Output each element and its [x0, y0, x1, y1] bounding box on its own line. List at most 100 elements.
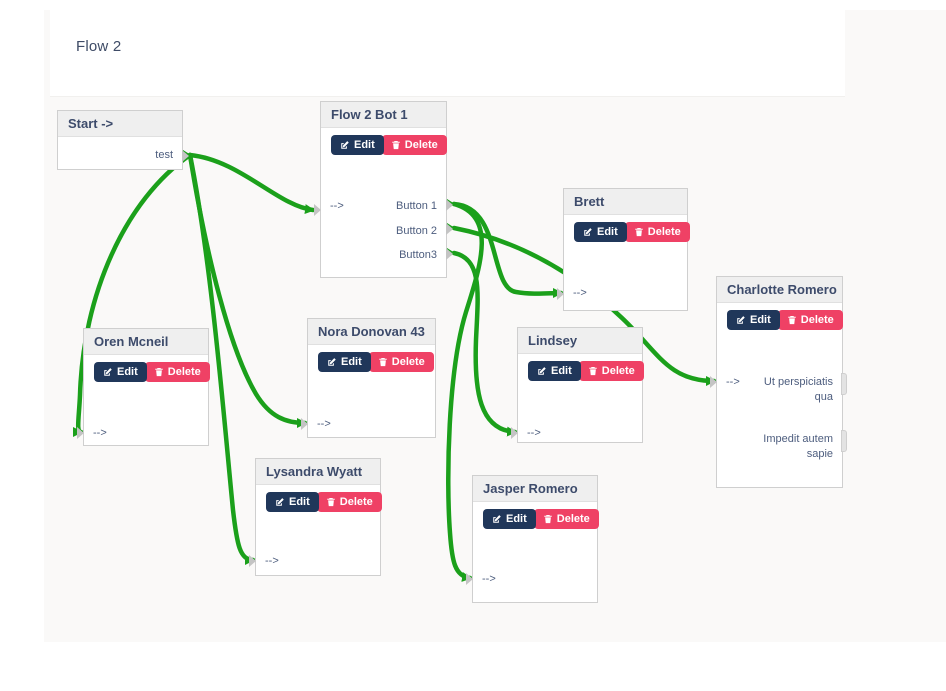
- output-port-label[interactable]: Ut perspiciatis qua: [763, 376, 833, 403]
- output-port-label[interactable]: Button 1: [396, 200, 437, 212]
- input-port-arrow-icon[interactable]: [557, 288, 564, 300]
- delete-button[interactable]: Delete: [368, 352, 434, 372]
- edge-bot1-button2-to-charlotte-in: [451, 225, 717, 386]
- flow-title: Flow 2: [76, 38, 122, 55]
- node-nora[interactable]: Nora Donovan 43 Edit Delete -->: [301, 318, 436, 438]
- node-actions: Edit Delete: [318, 352, 434, 372]
- delete-button[interactable]: Delete: [144, 362, 210, 382]
- delete-button-label: Delete: [601, 365, 635, 377]
- input-port-arrow-icon[interactable]: [466, 573, 473, 585]
- edit-button-label: Edit: [597, 226, 618, 238]
- node-actions: Edit Delete: [483, 509, 599, 529]
- edit-button[interactable]: Edit: [483, 509, 536, 529]
- edit-pencil-icon: [328, 358, 336, 366]
- edit-button[interactable]: Edit: [528, 361, 581, 381]
- input-port-label[interactable]: -->: [330, 200, 344, 212]
- input-port-arrow-icon[interactable]: [314, 204, 321, 216]
- node-title[interactable]: Charlotte Romero: [717, 277, 842, 303]
- input-port-label[interactable]: -->: [482, 573, 496, 585]
- port-row: test: [67, 148, 173, 163]
- output-port-arrow-icon[interactable]: [182, 150, 189, 162]
- port-row: -->: [482, 572, 588, 587]
- delete-button[interactable]: Delete: [381, 135, 447, 155]
- delete-button-label: Delete: [167, 366, 201, 378]
- output-port-label[interactable]: Impedit autem sapie: [763, 433, 833, 460]
- edit-button-label: Edit: [750, 314, 771, 326]
- edit-pencil-icon: [276, 498, 284, 506]
- delete-button-label: Delete: [339, 496, 373, 508]
- port-row: Button3: [330, 248, 437, 263]
- trash-icon: [544, 514, 552, 524]
- delete-button[interactable]: Delete: [777, 310, 843, 330]
- node-title[interactable]: Oren Mcneil: [84, 329, 208, 355]
- output-port-arrow-icon[interactable]: [446, 248, 453, 260]
- input-port-label[interactable]: -->: [726, 376, 740, 388]
- node-title[interactable]: Start ->: [58, 111, 182, 137]
- delete-button[interactable]: Delete: [624, 222, 690, 242]
- input-port-arrow-icon[interactable]: [710, 376, 717, 388]
- edit-button-label: Edit: [551, 365, 572, 377]
- trash-icon: [392, 140, 400, 150]
- node-title[interactable]: Flow 2 Bot 1: [321, 102, 446, 128]
- delete-button[interactable]: Delete: [316, 492, 382, 512]
- output-port-arrow-icon[interactable]: [446, 223, 453, 235]
- node-title[interactable]: Brett: [564, 189, 687, 215]
- delete-button[interactable]: Delete: [578, 361, 644, 381]
- edit-button[interactable]: Edit: [318, 352, 371, 372]
- input-port-label[interactable]: -->: [573, 287, 587, 299]
- node-bot1[interactable]: Flow 2 Bot 1 Edit Delete --> Button 1 Button …: [314, 101, 453, 278]
- port-row: --> Ut perspiciatis qua: [726, 375, 833, 405]
- input-port-arrow-icon[interactable]: [77, 427, 84, 439]
- port-row: -->: [527, 426, 633, 441]
- node-title[interactable]: Jasper Romero: [473, 476, 597, 502]
- node-actions: Edit Delete: [574, 222, 690, 242]
- output-port-tab[interactable]: [841, 373, 847, 395]
- output-port-label[interactable]: Button 2: [396, 225, 437, 237]
- delete-button-label: Delete: [647, 226, 681, 238]
- input-port-arrow-icon[interactable]: [511, 427, 518, 439]
- input-port-label[interactable]: -->: [527, 427, 541, 439]
- edit-button[interactable]: Edit: [574, 222, 627, 242]
- edit-button[interactable]: Edit: [266, 492, 319, 512]
- edit-pencil-icon: [737, 316, 745, 324]
- trash-icon: [155, 367, 163, 377]
- output-port-tab[interactable]: [841, 430, 847, 452]
- port-row: -->: [317, 417, 426, 432]
- node-title[interactable]: Lindsey: [518, 328, 642, 354]
- output-port-label[interactable]: test: [155, 149, 173, 161]
- input-port-label[interactable]: -->: [93, 427, 107, 439]
- trash-icon: [327, 497, 335, 507]
- port-row: -->: [573, 286, 678, 301]
- node-actions: Edit Delete: [528, 361, 644, 381]
- delete-button-label: Delete: [391, 356, 425, 368]
- input-port-label[interactable]: -->: [265, 555, 279, 567]
- edit-button-label: Edit: [506, 513, 527, 525]
- edit-button[interactable]: Edit: [727, 310, 780, 330]
- input-port-arrow-icon[interactable]: [249, 555, 256, 567]
- trash-icon: [788, 315, 796, 325]
- port-row: Impedit autem sapie: [726, 432, 833, 462]
- output-port-label[interactable]: Button3: [399, 249, 437, 261]
- delete-button[interactable]: Delete: [533, 509, 599, 529]
- edit-button[interactable]: Edit: [94, 362, 147, 382]
- port-row: -->: [265, 554, 371, 569]
- node-start[interactable]: Start -> test: [57, 110, 189, 170]
- node-title[interactable]: Nora Donovan 43: [308, 319, 435, 345]
- input-port-arrow-icon[interactable]: [301, 418, 308, 430]
- delete-button-label: Delete: [404, 139, 438, 151]
- edit-button[interactable]: Edit: [331, 135, 384, 155]
- delete-button-label: Delete: [556, 513, 590, 525]
- node-title[interactable]: Lysandra Wyatt: [256, 459, 380, 485]
- input-port-label[interactable]: -->: [317, 418, 331, 430]
- edge-start-test-to-lysandra-in: [187, 152, 256, 565]
- output-port-arrow-icon[interactable]: [446, 199, 453, 211]
- edit-pencil-icon: [584, 228, 592, 236]
